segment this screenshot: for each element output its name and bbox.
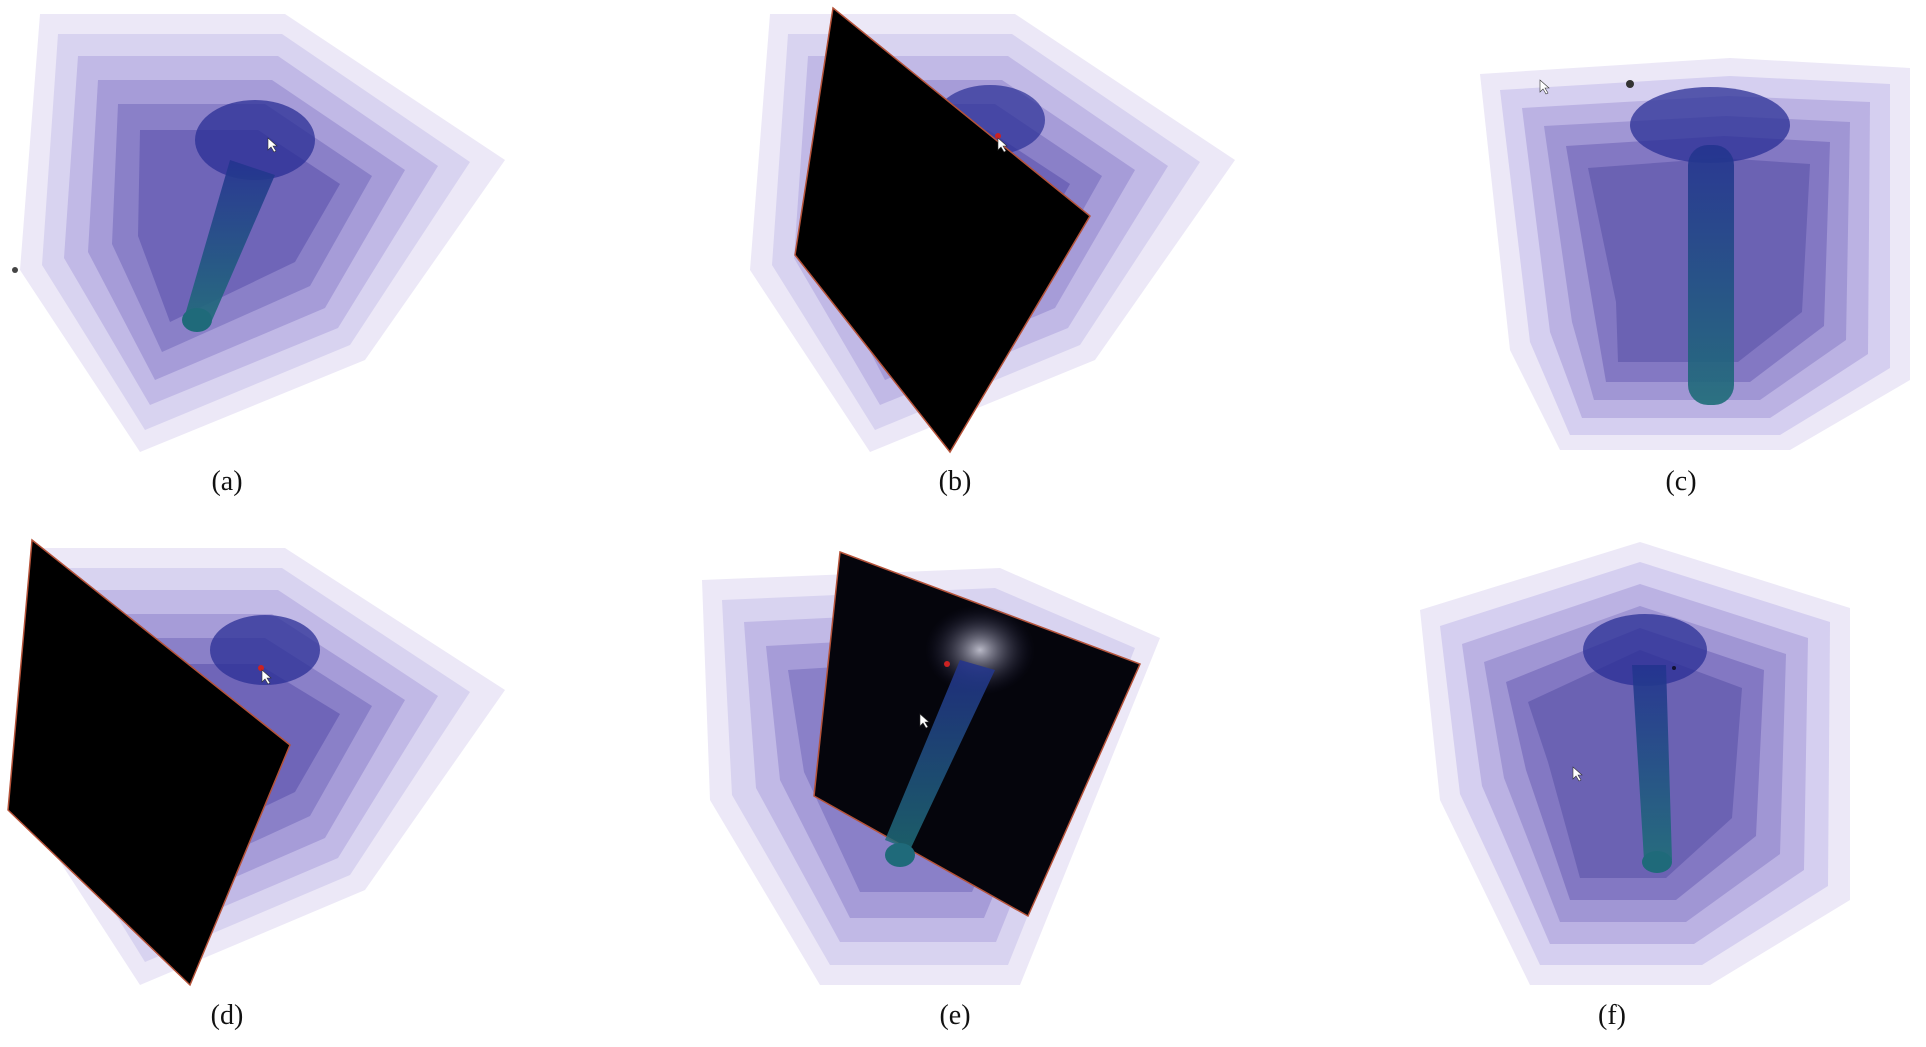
caption-e: (e)	[939, 1000, 971, 1031]
marker-dot	[995, 133, 1001, 139]
mouse-pointer-icon	[1539, 79, 1550, 95]
caption-f: (f)	[1598, 1000, 1626, 1031]
caption-b: (b)	[938, 466, 972, 497]
volume-render-d	[7, 538, 505, 987]
panel-d	[0, 538, 520, 987]
volume-head	[195, 100, 315, 180]
volume-shells	[1420, 542, 1850, 985]
volume-head	[210, 615, 320, 685]
slice-bright-region	[925, 605, 1035, 695]
volume-stem	[185, 160, 275, 325]
volume-render-a	[12, 14, 505, 452]
mouse-pointer-icon	[997, 137, 1008, 153]
panel-f	[1410, 540, 1860, 985]
panel-a	[0, 0, 520, 460]
clipping-plane	[7, 538, 291, 987]
volume-render-f	[1420, 542, 1850, 985]
caption-a: (a)	[211, 466, 243, 497]
volume-stem-tip	[1642, 851, 1672, 873]
mouse-pointer-icon	[1572, 766, 1583, 782]
volume-stem-tip	[885, 843, 915, 867]
volume-stem-tip	[182, 308, 212, 332]
panel-c	[1470, 50, 1926, 460]
volume-render-c	[1480, 58, 1910, 450]
volume-stem	[1632, 665, 1672, 860]
mouse-pointer-icon	[261, 669, 272, 685]
marker-dot	[1626, 80, 1634, 88]
caption-c: (c)	[1665, 466, 1697, 497]
volume-render-e	[702, 550, 1160, 985]
marker-dot	[944, 661, 950, 667]
mouse-pointer-icon	[919, 713, 930, 729]
volume-stem	[1688, 145, 1734, 405]
marker-dot	[1672, 666, 1676, 670]
volume-shells	[20, 14, 505, 452]
clipping-plane	[794, 6, 1091, 454]
marker-dot	[258, 665, 264, 671]
volume-head	[1630, 87, 1790, 163]
mouse-pointer-icon	[267, 137, 278, 153]
volume-render-b	[750, 6, 1235, 454]
panel-b	[730, 0, 1250, 460]
caption-d: (d)	[210, 1000, 244, 1031]
panel-e	[690, 540, 1210, 985]
volume-stem	[885, 660, 995, 850]
marker-dot	[12, 267, 18, 273]
